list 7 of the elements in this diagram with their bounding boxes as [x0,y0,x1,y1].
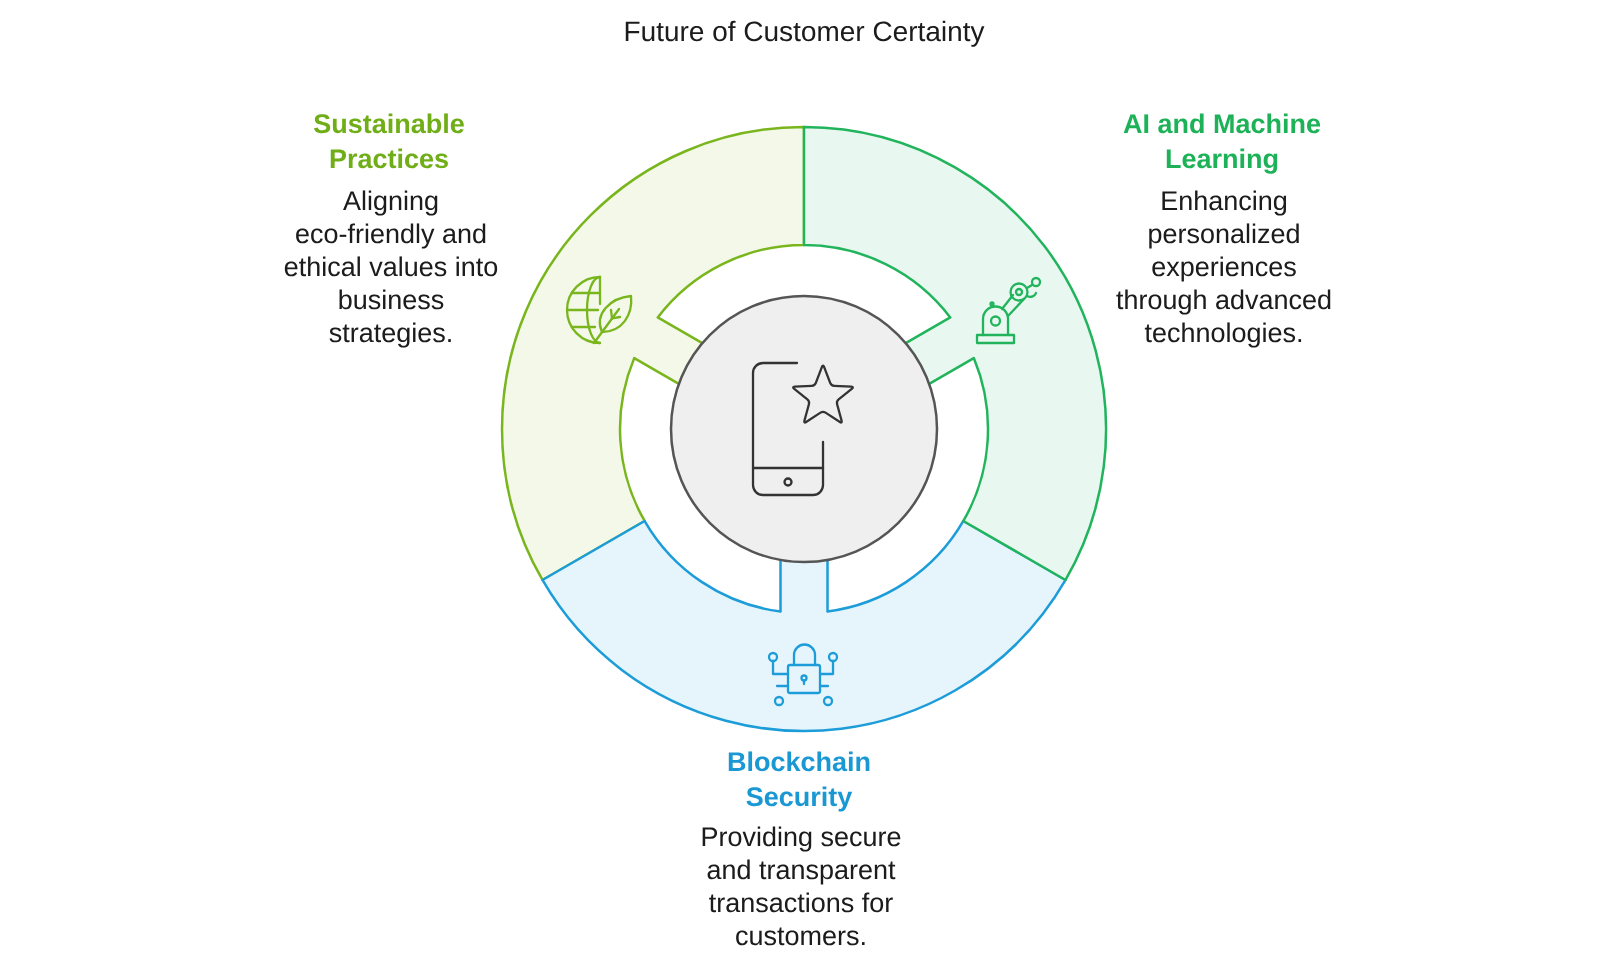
title: Future of Customer Certainty [625,20,985,47]
segment-title: Sustainable Practices [314,113,464,169]
description: Aligning eco-friendly and ethical values into business strategies. [284,190,498,348]
segment-title: AI and Machine Learning [1123,113,1321,174]
description: Enhancing personalized experiences through advanced technologies. [1116,190,1331,348]
segment-title: Blockchain Security [728,751,870,812]
description: Providing secure and transparent transactions for customers. [702,826,901,946]
